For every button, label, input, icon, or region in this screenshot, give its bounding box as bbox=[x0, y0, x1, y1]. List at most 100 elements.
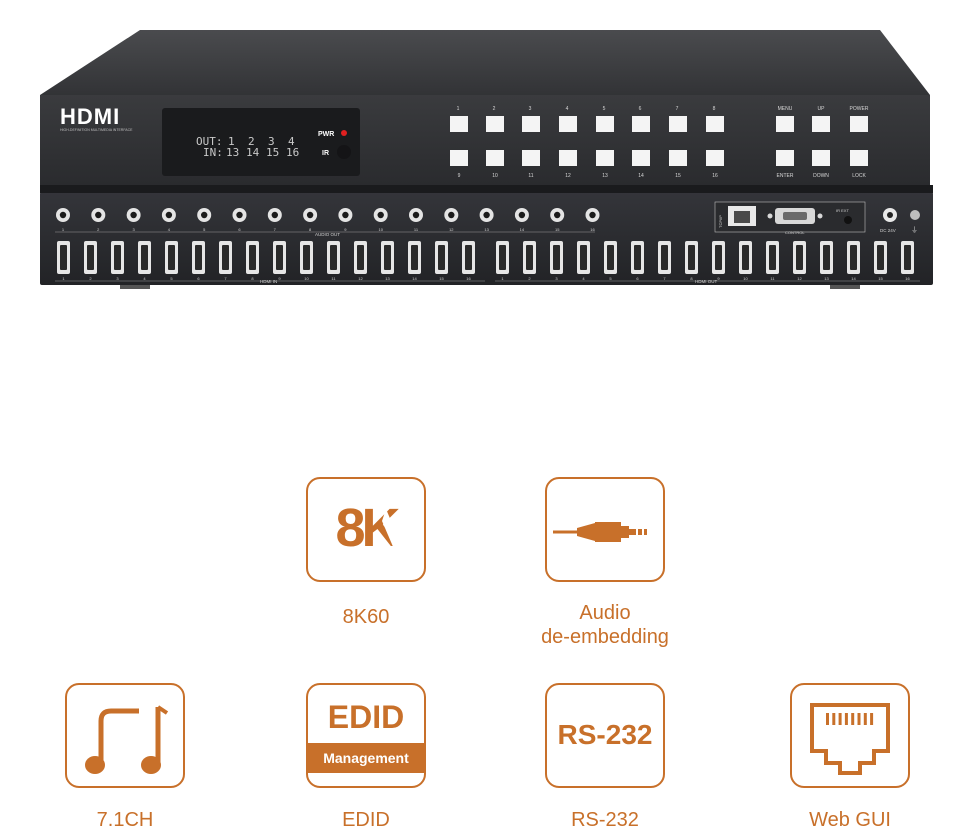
input-button-3[interactable] bbox=[522, 116, 540, 132]
input-button-label-16: 16 bbox=[712, 173, 718, 179]
hdmi-in-port-icon-15-number: 15 bbox=[439, 276, 444, 281]
down-button[interactable] bbox=[812, 150, 830, 166]
hdmi-in-port-icon-1-number: 1 bbox=[62, 276, 65, 281]
input-button-2[interactable] bbox=[486, 116, 504, 132]
input-button-1[interactable] bbox=[450, 116, 468, 132]
feature-label-edid: EDID bbox=[342, 809, 390, 831]
hdmi-in-port-icon-8-number: 8 bbox=[251, 276, 254, 281]
input-button-5[interactable] bbox=[596, 116, 614, 132]
input-button-label-6: 6 bbox=[639, 106, 642, 112]
hdmi-in-port-icon-10-number: 10 bbox=[304, 276, 309, 281]
input-button-label-13: 13 bbox=[602, 173, 608, 179]
menu-label-down: DOWN bbox=[813, 173, 829, 179]
hdmi-out-port-icon-7 bbox=[658, 241, 671, 274]
feature-label-audio: Audio de-embedding bbox=[541, 602, 669, 648]
input-button-9[interactable] bbox=[450, 150, 468, 166]
hdmi-out-port-icon-15-number: 15 bbox=[878, 276, 883, 281]
hdmi-out-port-icon-6-number: 6 bbox=[636, 276, 639, 281]
ground-screw-icon bbox=[910, 210, 920, 220]
hdmi-in-port-icon-14-number: 14 bbox=[412, 276, 417, 281]
lock-button[interactable] bbox=[850, 150, 868, 166]
feature-audio-de-embedding: Audio de-embedding bbox=[505, 477, 705, 657]
audio-out-label: AUDIO OUT bbox=[315, 232, 340, 237]
hdmi-out-port-icon-8 bbox=[685, 241, 698, 274]
hdmi-out-port-icon-2 bbox=[523, 241, 536, 274]
menu-button[interactable] bbox=[776, 116, 794, 132]
ir-sensor-icon bbox=[337, 145, 351, 159]
hdmi-in-port-icon-6 bbox=[192, 241, 205, 274]
hdmi-in-port-icon-2-number: 2 bbox=[89, 276, 92, 281]
input-button-12[interactable] bbox=[559, 150, 577, 166]
audio-out-number-8: 8 bbox=[309, 227, 312, 232]
hdmi-out-port-icon-11 bbox=[766, 241, 779, 274]
display-out-1: 1 bbox=[228, 135, 235, 148]
hdmi-in-port-icon-5-number: 5 bbox=[170, 276, 173, 281]
display-out-label: OUT: bbox=[196, 135, 223, 148]
control-label: CONTROL bbox=[785, 230, 805, 235]
feature-8k: 8K 8K60 bbox=[266, 477, 466, 637]
hdmi-out-port-icon-5 bbox=[604, 241, 617, 274]
input-button-label-8: 8 bbox=[713, 106, 716, 112]
input-button-6[interactable] bbox=[632, 116, 650, 132]
dc-label: DC 24V bbox=[880, 228, 896, 233]
rs232-badge: RS-232 bbox=[557, 719, 653, 750]
audio-jack-icon bbox=[545, 477, 665, 582]
input-button-14[interactable] bbox=[632, 150, 650, 166]
audio-out-number-16: 16 bbox=[590, 227, 595, 232]
hdmi-in-port-icon-1 bbox=[57, 241, 70, 274]
8k-icon: 8K bbox=[306, 477, 426, 582]
audio-out-number-14: 14 bbox=[520, 227, 525, 232]
menu-label-enter: ENTER bbox=[777, 173, 794, 179]
hdmi-in-port-icon-7 bbox=[219, 241, 232, 274]
pwr-label: PWR bbox=[318, 131, 334, 138]
input-button-label-1: 1 bbox=[457, 106, 460, 112]
input-button-7[interactable] bbox=[669, 116, 687, 132]
menu-label-power: POWER bbox=[850, 106, 869, 112]
lcd-display bbox=[162, 108, 360, 176]
audio-out-number-11: 11 bbox=[414, 227, 419, 232]
hdmi-out-port-icon-1 bbox=[496, 241, 509, 274]
audio-out-number-13: 13 bbox=[484, 227, 489, 232]
ir-label: IR bbox=[322, 150, 329, 157]
hdmi-in-port-icon-10 bbox=[300, 241, 313, 274]
hdmi-out-port-icon-6 bbox=[631, 241, 644, 274]
hdmi-out-port-icon-11-number: 11 bbox=[770, 276, 775, 281]
hdmi-out-port-icon-16-number: 16 bbox=[905, 276, 910, 281]
hdmi-in-port-icon-4 bbox=[138, 241, 151, 274]
input-button-label-14: 14 bbox=[638, 173, 644, 179]
input-button-8[interactable] bbox=[706, 116, 724, 132]
hdmi-out-port-icon-13 bbox=[820, 241, 833, 274]
hdmi-in-port-icon-3 bbox=[111, 241, 124, 274]
input-button-15[interactable] bbox=[669, 150, 687, 166]
hdmi-out-port-icon-16 bbox=[901, 241, 914, 274]
power-button[interactable] bbox=[850, 116, 868, 132]
feature-web-gui: Web GUI bbox=[750, 683, 950, 840]
audio-out-number-2: 2 bbox=[97, 227, 100, 232]
hdmi-out-port-icon-9-number: 9 bbox=[717, 276, 720, 281]
hdmi-in-port-icon-2 bbox=[84, 241, 97, 274]
audio-out-number-3: 3 bbox=[132, 227, 135, 232]
audio-out-number-1: 1 bbox=[62, 227, 65, 232]
display-in-16: 16 bbox=[286, 146, 299, 159]
hdmi-in-port-icon-14 bbox=[408, 241, 421, 274]
input-button-10[interactable] bbox=[486, 150, 504, 166]
enter-button[interactable] bbox=[776, 150, 794, 166]
audio-out-number-9: 9 bbox=[344, 227, 347, 232]
hdmi-in-port-icon-9 bbox=[273, 241, 286, 274]
input-button-label-9: 9 bbox=[458, 173, 461, 179]
hdmi-in-port-icon-16-number: 16 bbox=[466, 276, 471, 281]
feature-label-8k60: 8K60 bbox=[342, 606, 390, 628]
menu-label-up: UP bbox=[818, 106, 826, 112]
input-button-16[interactable] bbox=[706, 150, 724, 166]
hdmi-in-port-icon-16 bbox=[462, 241, 475, 274]
input-button-11[interactable] bbox=[522, 150, 540, 166]
input-button-13[interactable] bbox=[596, 150, 614, 166]
feature-7-1ch: 7.1CH bbox=[25, 683, 225, 840]
up-button[interactable] bbox=[812, 116, 830, 132]
input-button-4[interactable] bbox=[559, 116, 577, 132]
input-button-label-12: 12 bbox=[565, 173, 571, 179]
menu-label-lock: LOCK bbox=[852, 173, 866, 179]
input-button-label-7: 7 bbox=[676, 106, 679, 112]
hdmi-out-port-icon-3 bbox=[550, 241, 563, 274]
display-in-15: 15 bbox=[266, 146, 279, 159]
